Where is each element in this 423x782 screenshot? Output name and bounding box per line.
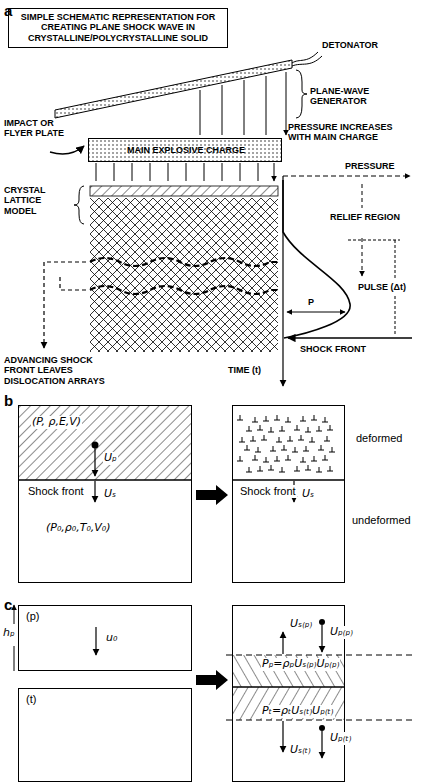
- node-text: undeformed: [351, 514, 412, 527]
- shock-state-figure-stroke: [19, 406, 191, 480]
- callout-label: PRESSURE INCREASES WITH MAIN CHARGE: [288, 122, 418, 143]
- panel-letter: a: [4, 2, 12, 19]
- callout-label: RELIEF REGION: [330, 212, 400, 222]
- impact-figure-stroke: [233, 687, 344, 720]
- callout-label: TIME (t): [228, 365, 261, 375]
- material-block: (t): [18, 688, 192, 782]
- material-block: (P, ρ,E,V) UₚShock front Uₛ (P₀,ρ₀,T₀,V₀): [18, 405, 192, 583]
- callout-label: DETONATOR: [322, 40, 378, 50]
- node-text: Uₛ₍ₜ₎: [289, 744, 312, 757]
- node-text: u₀: [105, 632, 118, 645]
- node-text: Shock front: [27, 485, 85, 498]
- pressure-plot-stroke: [287, 312, 345, 313]
- callout-label: P: [308, 297, 314, 307]
- callout-label: PULSE (Δt): [358, 282, 406, 292]
- impact-figure-stroke: [321, 625, 322, 652]
- pressure-plot-stroke: [288, 337, 412, 338]
- callout-label: CRYSTAL LATTICE MODEL: [4, 185, 72, 216]
- shock-state-figure: [18, 406, 345, 502]
- plane-wave-generator-stroke: [296, 70, 307, 118]
- material-block: Uₛ₍ₚ₎Uₚ₍ₚ₎Pₚ=ρₚUₛ₍ₚ₎Uₚ₍ₚ₎Pₜ=ρₜUₛ₍ₜ₎Uₚ₍ₜ₎…: [232, 605, 345, 782]
- impact-figure-stroke: [282, 632, 283, 654]
- impact-figure: [14, 605, 415, 758]
- material-block: deformedShock frontUₛundeformed: [232, 405, 345, 583]
- node-text: (p): [25, 610, 40, 623]
- crystal-lattice-stroke: [43, 262, 44, 348]
- impact-figure-stroke: [282, 721, 283, 752]
- callout-label: hₚ: [2, 627, 16, 640]
- shock-state-figure-stroke-stroke: [237, 415, 335, 472]
- impact-figure-stroke: [233, 655, 344, 687]
- plane-wave-generator-stroke: [200, 72, 286, 135]
- crystal-lattice-stroke: [44, 262, 86, 290]
- plane-wave-generator-stroke: [292, 52, 322, 66]
- node-text: SIMPLE SCHEMATIC REPRESENTATION FOR CREA…: [13, 12, 223, 43]
- node-text: Uₚ: [103, 452, 118, 465]
- node-text: Uₚ₍ₜ₎: [329, 732, 352, 745]
- shock-state-figure-stroke: [92, 442, 99, 449]
- impact-figure-stroke: [319, 725, 325, 731]
- impact-figure-stroke: [321, 731, 322, 758]
- charge-fill-stroke: [96, 163, 274, 181]
- impact-figure-stroke: [226, 655, 415, 720]
- node-text: Uₛ: [301, 488, 315, 501]
- callout-label: PLANE-WAVE GENERATOR: [310, 86, 416, 107]
- pressure-plot-stroke: [283, 180, 350, 338]
- crystal-lattice-stroke: [90, 258, 278, 294]
- crystal-lattice-stroke: [90, 186, 278, 196]
- node-text: (P₀,ρ₀,T₀,V₀): [45, 522, 112, 535]
- panel-letter: b: [4, 392, 13, 409]
- impact-figure-stroke: [232, 686, 345, 687]
- panel-letter: c: [4, 596, 12, 613]
- shock-state-figure-stroke: [237, 415, 335, 472]
- impact-figure-stroke: [95, 627, 96, 655]
- node-text: (t): [25, 693, 37, 706]
- node-text: Pₜ=ρₜUₛ₍ₜ₎Uₚ₍ₜ₎: [261, 705, 335, 718]
- crystal-lattice: [44, 186, 278, 352]
- pressure-plot: [283, 176, 412, 386]
- callout-label: SHOCK FRONT: [300, 344, 366, 354]
- block-arrow: [196, 670, 228, 690]
- explosive-charge: MAIN EXPLOSIVE CHARGE: [88, 138, 282, 162]
- plane-wave-generator-stroke: [50, 146, 84, 154]
- impact-figure-stroke: [319, 619, 325, 625]
- charge-fill-stroke: [88, 138, 282, 162]
- charge-fill: [88, 138, 282, 181]
- pressure-plot-stroke: [283, 176, 410, 177]
- material-block: (p) u₀: [18, 605, 192, 671]
- block-arrow: [196, 485, 228, 505]
- shock-state-figure-stroke: [94, 481, 95, 502]
- pressure-plot-stroke: [362, 184, 363, 276]
- node-text: MAIN EXPLOSIVE CHARGE: [109, 145, 263, 155]
- callout-label: ADVANCING SHOCK FRONT LEAVES DISLOCATION…: [4, 355, 126, 386]
- shock-state-figure-stroke: [232, 479, 345, 481]
- node-text: Shock front: [239, 485, 297, 498]
- node-text: deformed: [355, 432, 403, 445]
- plane-wave-generator-stroke: [55, 60, 292, 118]
- node-text: Pₚ=ρₚUₛ₍ₚ₎Uₚ₍ₚ₎: [261, 658, 340, 671]
- node-text: Uₚ₍ₚ₎: [329, 626, 354, 639]
- shock-state-figure-stroke: [18, 479, 192, 481]
- node-text: (P, ρ,E,V): [31, 416, 82, 429]
- node-text: Uₛ: [103, 488, 117, 501]
- shock-state-figure-stroke: [94, 448, 95, 476]
- crystal-lattice-stroke: [90, 198, 278, 352]
- title-box: SIMPLE SCHEMATIC REPRESENTATION FOR CREA…: [8, 8, 228, 48]
- crystal-lattice-stroke: [74, 186, 84, 224]
- callout-label: IMPACT OR FLYER PLATE: [4, 118, 76, 139]
- callout-label: PRESSURE: [345, 161, 395, 171]
- node-text: Uₛ₍ₚ₎: [289, 618, 313, 631]
